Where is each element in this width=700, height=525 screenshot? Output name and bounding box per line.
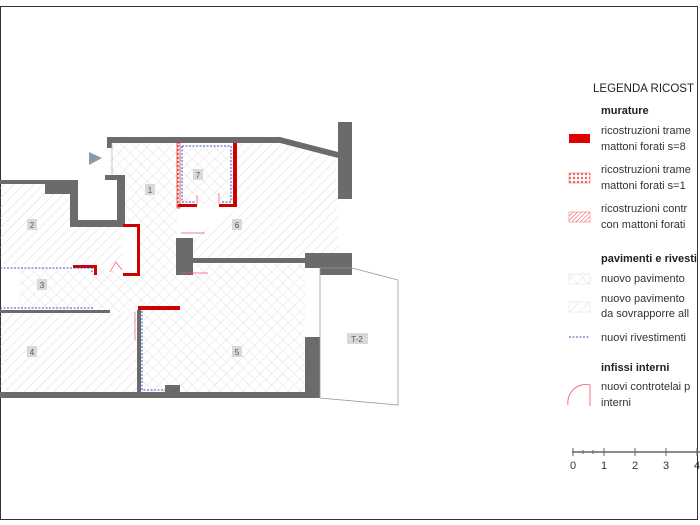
legend: LEGENDA RICOST murature ricostruzioni tr… bbox=[567, 83, 697, 409]
legend-item-text: nuovo pavimento bbox=[601, 293, 685, 305]
scale-tick-label: 2 bbox=[632, 460, 638, 472]
room-label-1: 1 bbox=[148, 186, 153, 195]
room-7-floor bbox=[180, 146, 233, 204]
room-label-2: 2 bbox=[30, 221, 35, 230]
room-4-floor bbox=[0, 310, 137, 392]
room-label-7: 7 bbox=[196, 171, 201, 180]
room-label-6: 6 bbox=[235, 221, 240, 230]
legend-swatch-solid-red bbox=[569, 134, 590, 143]
legend-item-text: da sovrapporre all bbox=[601, 308, 689, 320]
room-label-t2: T-2 bbox=[351, 335, 363, 344]
legend-item-text: ricostruzioni trame bbox=[601, 164, 691, 176]
legend-heading-infissi: infissi interni bbox=[601, 362, 669, 374]
legend-item-text: con mattoni forati bbox=[601, 219, 685, 231]
legend-item-text: nuovo pavimento bbox=[601, 273, 685, 285]
scale-bar: 0 1 2 3 4 bbox=[570, 448, 700, 472]
legend-heading-pavimenti: pavimenti e rivesti bbox=[601, 253, 697, 265]
room-label-3: 3 bbox=[40, 281, 45, 290]
scale-tick-label: 1 bbox=[601, 460, 607, 472]
room-labels: 1 7 6 2 3 4 5 T-2 bbox=[27, 169, 368, 357]
legend-door-frame-icon bbox=[567, 384, 591, 406]
floor-hatching bbox=[0, 143, 338, 392]
scale-tick-label: 3 bbox=[663, 460, 669, 472]
new-cladding-lines bbox=[0, 145, 232, 391]
scale-tick-label: 4 bbox=[694, 460, 700, 472]
room-label-5: 5 bbox=[235, 348, 240, 357]
room-6-floor bbox=[193, 143, 338, 258]
entrance-arrow-icon bbox=[89, 152, 102, 165]
room-3-floor bbox=[20, 268, 97, 310]
legend-heading-murature: murature bbox=[601, 105, 649, 117]
legend-item-text: ricostruzioni contr bbox=[601, 203, 688, 215]
room-1-5-floor bbox=[97, 143, 305, 392]
legend-swatch-diagonal bbox=[568, 301, 591, 313]
scale-tick-label: 0 bbox=[570, 460, 576, 472]
legend-swatch-red-crosshatch bbox=[568, 172, 591, 184]
legend-item-text: interni bbox=[601, 397, 631, 409]
room-2-floor bbox=[0, 184, 123, 265]
legend-item-text: nuovi rivestimenti bbox=[601, 332, 686, 344]
legend-item-text: ricostruzioni trame bbox=[601, 125, 691, 137]
existing-walls bbox=[0, 122, 352, 398]
legend-item-text: nuovi controtelai p bbox=[601, 381, 690, 393]
legend-item-text: mattoni forati s=8 bbox=[601, 141, 686, 153]
room-label-4: 4 bbox=[30, 348, 35, 357]
balcony-t2-outline bbox=[319, 267, 399, 406]
new-walls bbox=[73, 142, 237, 310]
legend-item-text: mattoni forati s=1 bbox=[601, 180, 686, 192]
legend-title: LEGENDA RICOST bbox=[593, 83, 694, 95]
door-frames bbox=[109, 193, 220, 340]
legend-swatch-crosshatch bbox=[568, 273, 591, 285]
legend-swatch-red-diagonal bbox=[568, 211, 591, 223]
